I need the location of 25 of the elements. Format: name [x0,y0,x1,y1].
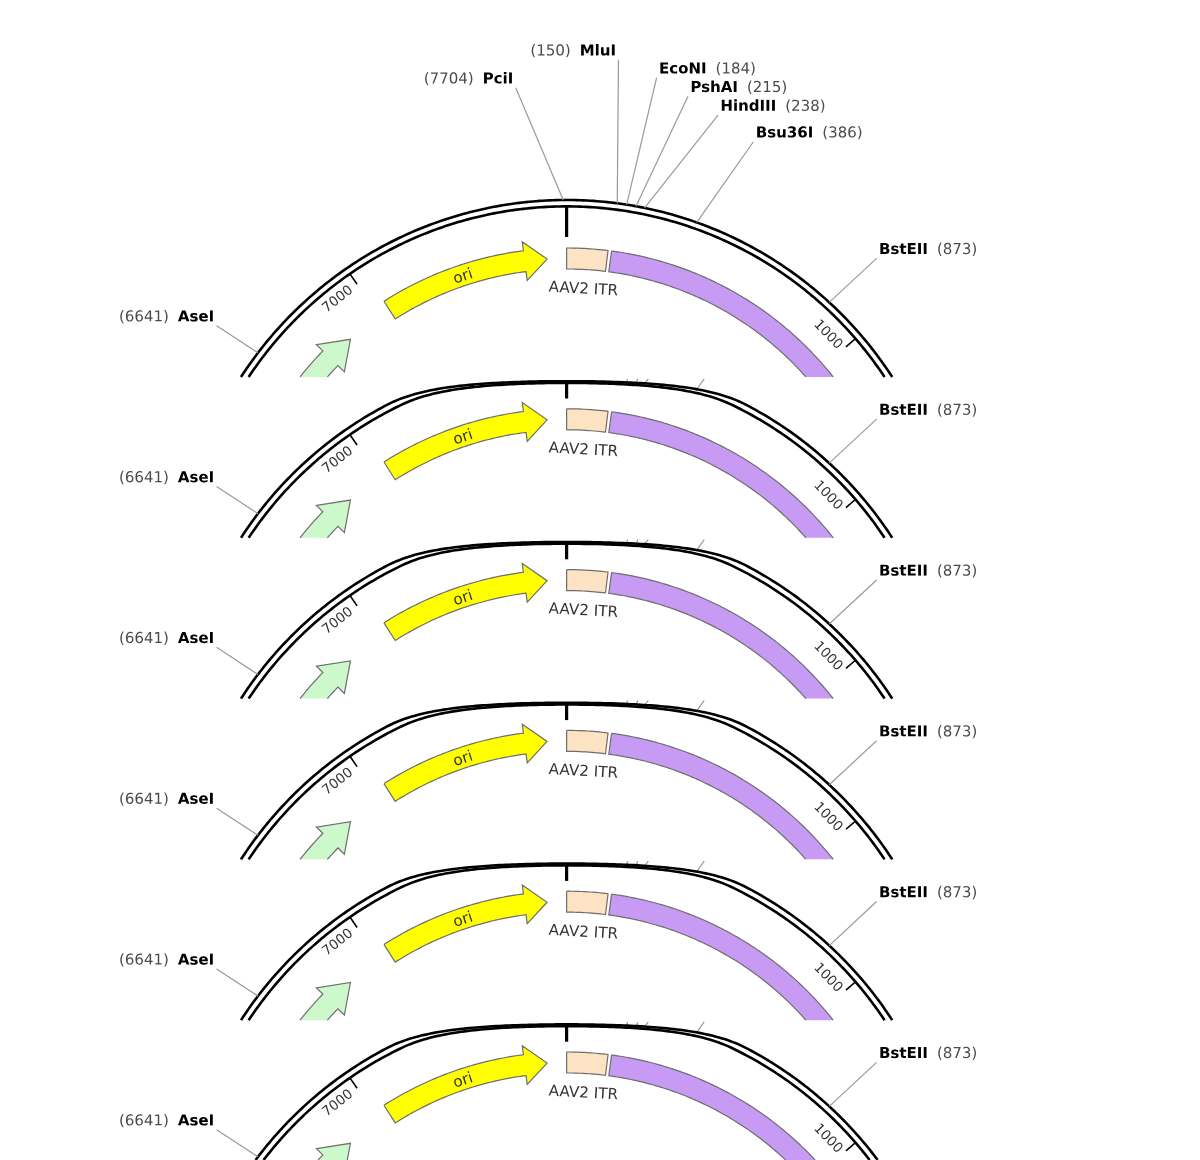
leader-line [216,646,259,676]
leader-line [515,87,564,201]
dna-backbone [254,1023,879,1160]
directional-feature [299,660,352,700]
leader-line [216,968,259,997]
leader-line [828,740,878,786]
leader-line [828,900,878,947]
directional-feature [299,820,352,860]
leader-line [828,579,878,625]
directional-feature [299,981,352,1021]
leader-line [216,325,259,354]
directional-feature [299,338,352,378]
leader-line [626,77,658,206]
directional-feature [315,1142,352,1160]
leader-line [696,141,754,224]
leader-line [828,418,878,464]
leader-line [635,95,689,207]
leader-line [216,1129,259,1158]
leader-line [216,485,259,515]
directional-feature [299,499,352,539]
leader-line [828,257,878,303]
leader-line [616,59,620,204]
leader-line [828,1061,878,1107]
leader-line [216,807,259,836]
leader-line [644,114,719,209]
